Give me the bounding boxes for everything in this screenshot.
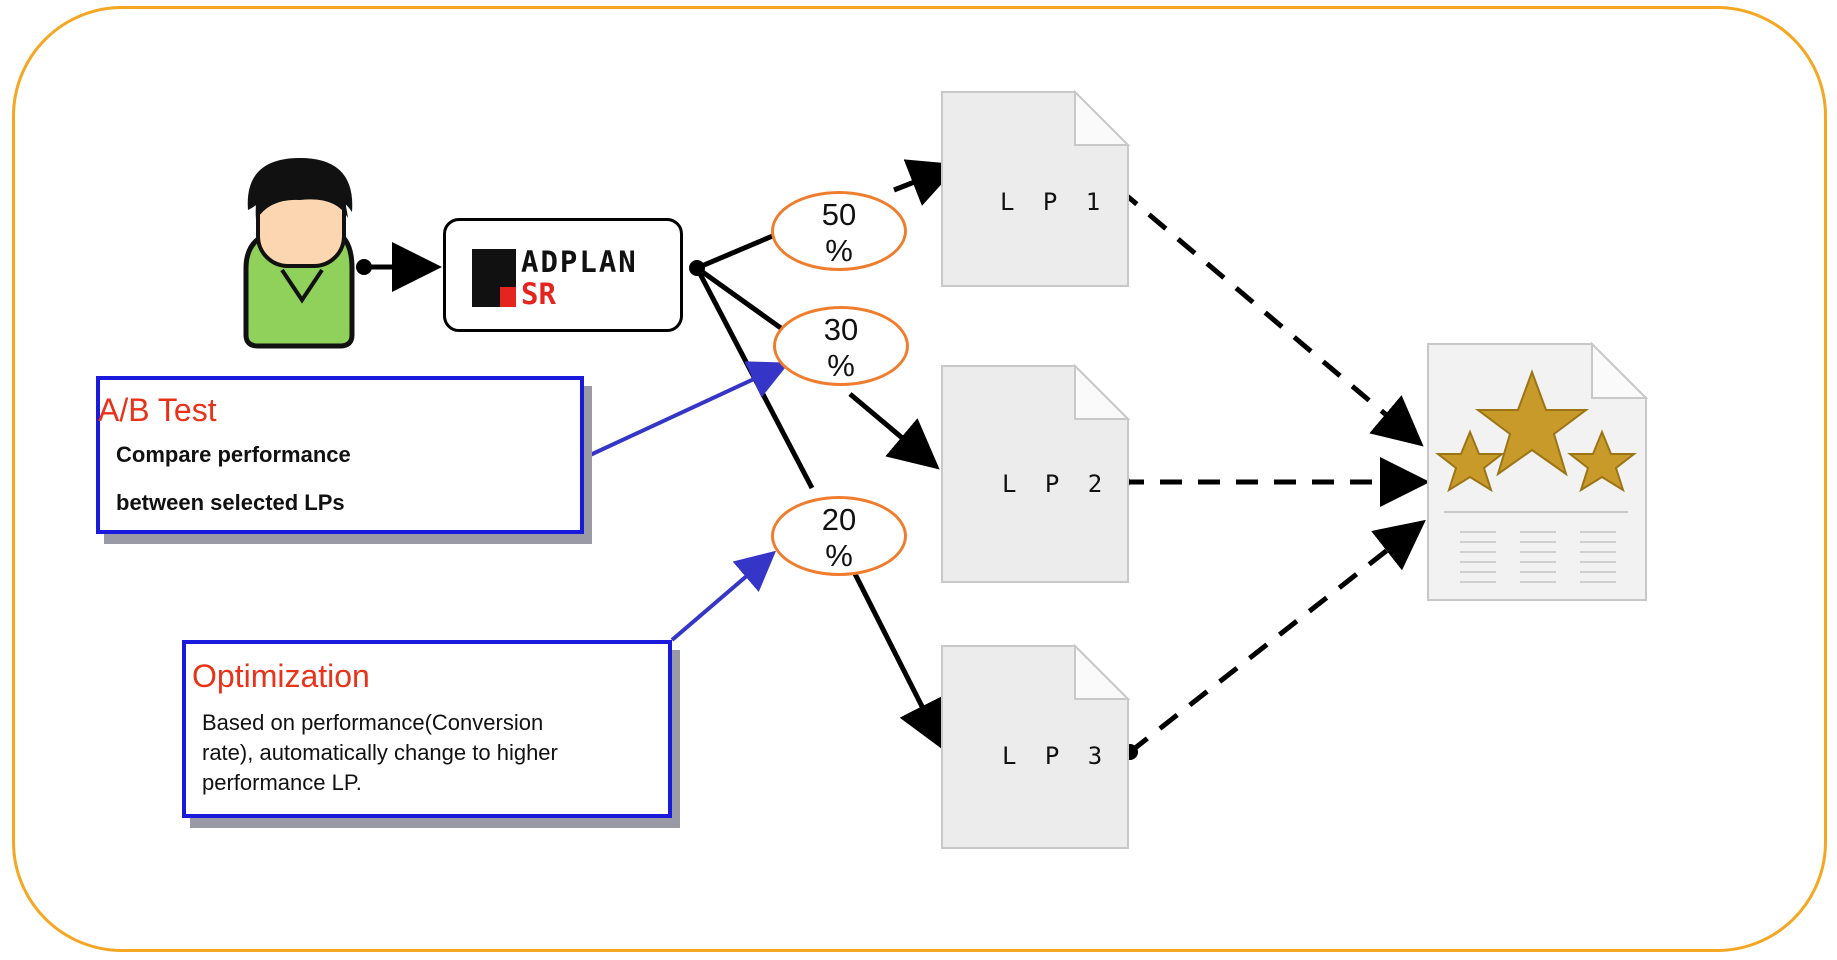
outer-frame — [12, 6, 1827, 952]
optimization-line-2: rate), automatically change to higher — [202, 740, 558, 765]
split-arrow-lp2 — [695, 265, 940, 470]
lp3-label: L P 3 — [1002, 742, 1110, 770]
document-icon-lp3 — [941, 643, 1131, 849]
optimization-title: Optimization — [192, 658, 370, 694]
lp1-label: L P 1 — [1000, 188, 1108, 216]
split-50-percent: 50 % — [771, 191, 907, 271]
star-left-icon — [1435, 429, 1505, 493]
lp2-label: L P 2 — [1002, 470, 1110, 498]
lp1-to-report-dashed — [1112, 182, 1424, 447]
lp3-to-report-dashed — [1122, 519, 1426, 760]
adplan-sub: SR — [521, 277, 556, 311]
split-arrow-lp1 — [696, 159, 960, 271]
document-icon-lp1 — [941, 89, 1131, 287]
document-icon-lp2 — [941, 363, 1131, 583]
adplan-brand: ADPLAN — [521, 245, 638, 279]
split-20-percent: 20 % — [771, 496, 907, 576]
rating-report-icon — [1427, 341, 1649, 601]
optimization-callout: Optimization Based on performance(Conver… — [182, 640, 672, 818]
adplan-logo-mark — [472, 249, 516, 307]
ab-test-line-1: Compare performance — [116, 442, 351, 467]
ab-test-title: A/B Test — [98, 392, 217, 428]
star-large-icon — [1475, 369, 1589, 477]
user-icon — [243, 158, 355, 349]
ab-test-callout: A/B Test Compare performance between sel… — [96, 376, 584, 534]
optimization-line-3: performance LP. — [202, 770, 362, 795]
split-30-percent: 30 % — [773, 306, 909, 386]
ab-test-line-2: between selected LPs — [116, 490, 345, 515]
optimization-pointer — [670, 550, 777, 642]
ab-test-pointer — [587, 361, 790, 458]
star-right-icon — [1567, 429, 1637, 493]
user-to-adplan-arrow — [356, 242, 442, 292]
lp2-to-report-dashed — [1114, 457, 1430, 507]
adplan-sr-box: ADPLAN SR — [443, 218, 683, 332]
optimization-line-1: Based on performance(Conversion — [202, 710, 544, 735]
